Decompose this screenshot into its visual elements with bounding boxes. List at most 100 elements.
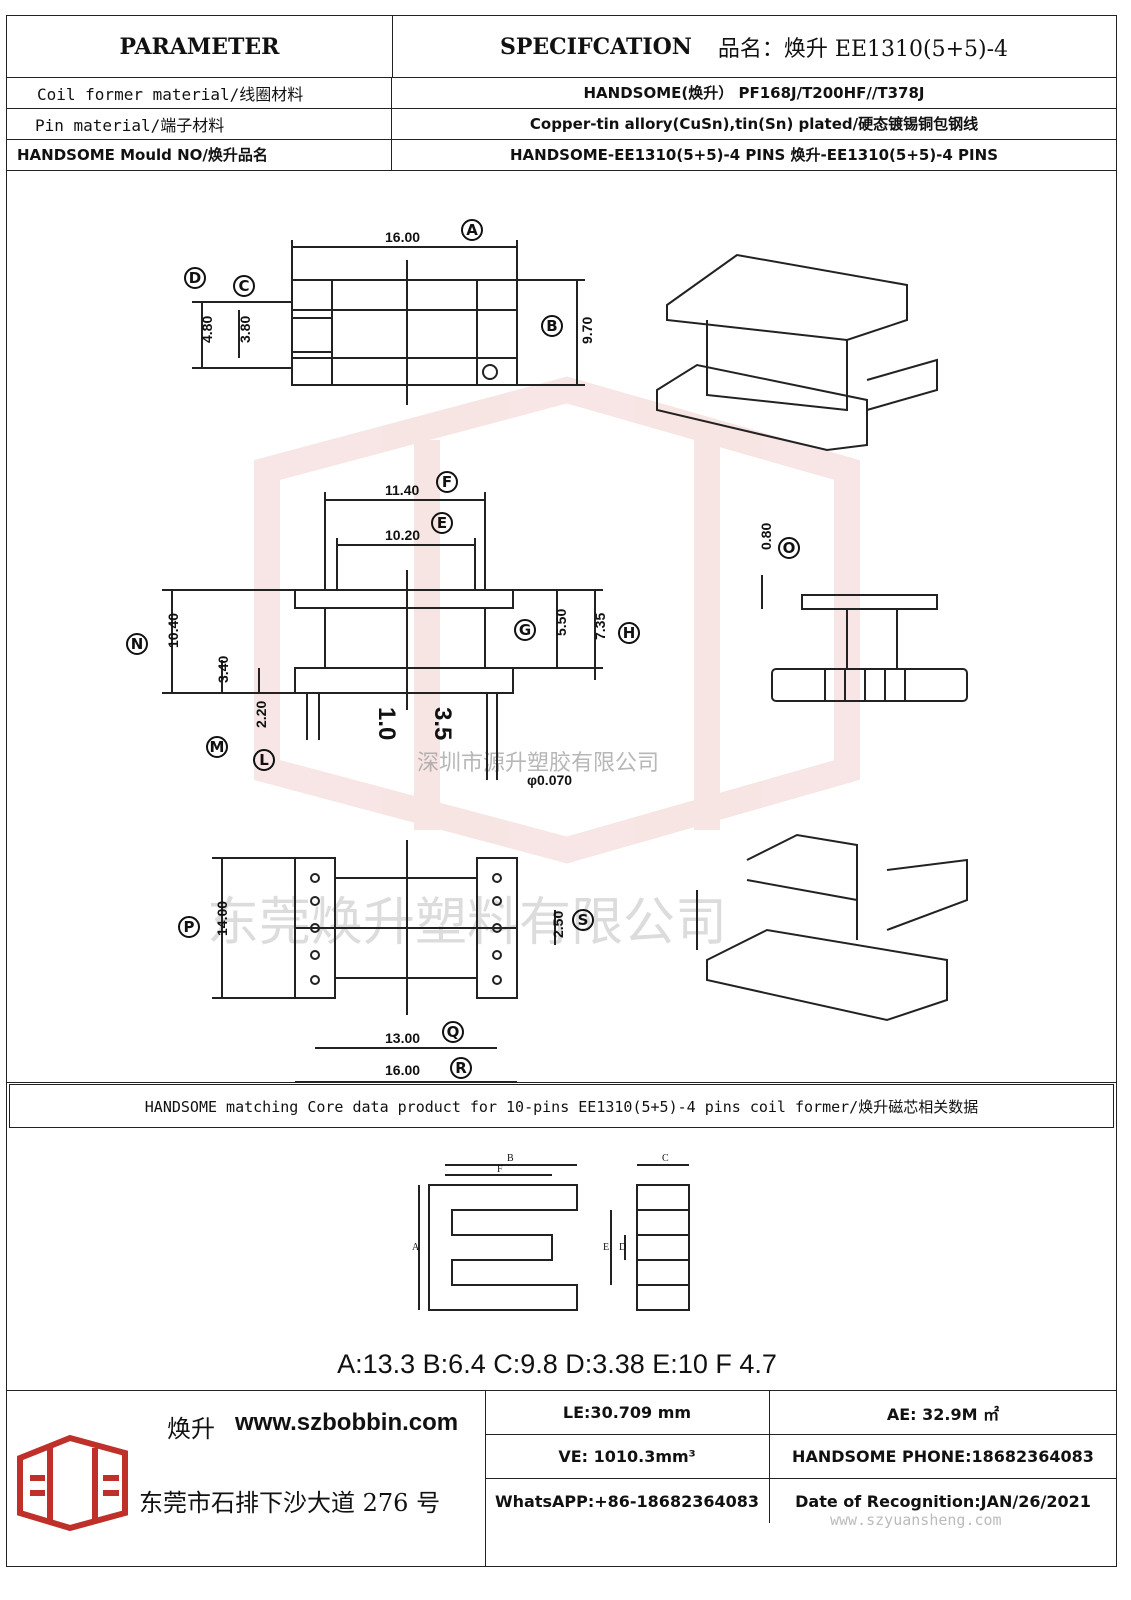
header-row: PARAMETER SPECIFCATION 品名：焕升 EE1310(5+5)… — [7, 16, 1116, 78]
dim-r: 16.00 — [385, 1062, 420, 1078]
row-label: HANDSOME Mould NO/焕升品名 — [7, 139, 392, 170]
dim-s: 2.50 — [550, 911, 566, 938]
label-a: A — [461, 219, 483, 241]
ve-cell: VE: 1010.3mm³ — [485, 1435, 770, 1479]
label-h: H — [618, 622, 640, 644]
svg-text:C: C — [238, 277, 249, 295]
core-svg: B F A C E D — [412, 1153, 690, 1311]
label-l: L — [253, 749, 275, 771]
company-address: 东莞市石排下沙大道 276 号 — [139, 1489, 441, 1517]
dim-m: 3.40 — [215, 656, 231, 683]
dim-b: 9.70 — [579, 317, 595, 344]
dim-l: 2.20 — [253, 701, 269, 728]
svg-text:M: M — [210, 738, 225, 756]
isometric-view-1 — [656, 253, 938, 452]
label-n: N — [126, 633, 148, 655]
property-grid: LE:30.709 mm AE: 32.9M ㎡ VE: 1010.3mm³ H… — [485, 1391, 1116, 1566]
dim-g: 5.50 — [553, 609, 569, 636]
row-label: Pin material/端子材料 — [7, 108, 392, 139]
matching-core-line: HANDSOME matching Core data product for … — [9, 1084, 1114, 1128]
label-q: Q — [442, 1021, 464, 1043]
side-view-right — [761, 575, 968, 702]
side-view — [162, 492, 603, 780]
svg-text:B: B — [546, 317, 557, 335]
specification-heading: SPECIFCATION 品名：焕升 EE1310(5+5)-4 — [392, 16, 1116, 77]
dim-e: 10.20 — [385, 527, 420, 543]
svg-text:G: G — [519, 621, 531, 639]
ae-cell: AE: 32.9M ㎡ — [770, 1391, 1116, 1435]
dim-q: 13.00 — [385, 1030, 420, 1046]
dim-a: 16.00 — [385, 229, 420, 245]
spec-sheet: PARAMETER SPECIFCATION 品名：焕升 EE1310(5+5)… — [6, 15, 1117, 1567]
svg-text:L: L — [259, 751, 269, 769]
dim-pin-diameter: φ0.070 — [527, 772, 572, 788]
isometric-view-2 — [696, 833, 968, 1022]
whatsapp-cell: WhatsAPP:+86-18682364083 — [485, 1479, 770, 1523]
spec-title: SPECIFCATION — [499, 33, 692, 60]
svg-text:S: S — [578, 911, 589, 929]
row-value: HANDSOME-EE1310(5+5)-4 PINS 焕升-EE1310(5+… — [510, 146, 998, 164]
technical-drawing: 深圳市源升塑胶有限公司 东莞焕升塑料有限公司 — [7, 170, 1116, 1083]
product-name: 品名：焕升 EE1310(5+5)-4 — [717, 36, 1009, 62]
company-logo-icon — [17, 1434, 128, 1532]
core-label-d: D — [619, 1242, 626, 1253]
watermark-url: www.szyuansheng.com — [830, 1511, 1002, 1529]
dim-h: 7.35 — [592, 613, 608, 640]
watermark-text-1: 深圳市源升塑胶有限公司 — [417, 751, 659, 776]
svg-text:O: O — [783, 539, 796, 557]
dim-pin-a: 1.0 — [373, 707, 400, 740]
dim-pin-b: 3.5 — [429, 707, 456, 740]
core-label-c: C — [662, 1153, 669, 1164]
pin-material-row: Pin material/端子材料 Copper-tin allory(CuSn… — [7, 108, 1116, 140]
brand-name: 焕升 — [167, 1415, 215, 1443]
label-r: R — [450, 1057, 472, 1079]
label-c: C — [233, 275, 255, 297]
drawing-svg: 深圳市源升塑胶有限公司 东莞焕升塑料有限公司 — [126, 219, 968, 1083]
svg-text:A: A — [466, 221, 478, 239]
svg-text:D: D — [189, 269, 201, 287]
phone-cell: HANDSOME PHONE:18682364083 — [770, 1435, 1116, 1479]
top-view — [192, 240, 585, 405]
dim-n: 10.40 — [165, 613, 181, 648]
svg-text:P: P — [184, 918, 195, 936]
svg-text:F: F — [442, 473, 452, 491]
svg-text:R: R — [455, 1059, 467, 1077]
row-label: Coil former material/线圈材料 — [7, 77, 392, 108]
row-value: HANDSOME(焕升） PF168J/T200HF//T378J — [583, 84, 925, 102]
core-label-a: A — [412, 1242, 420, 1253]
parameter-heading: PARAMETER — [7, 16, 393, 77]
dim-c: 3.80 — [237, 316, 253, 343]
dim-f: 11.40 — [385, 482, 419, 498]
svg-text:Q: Q — [447, 1023, 460, 1041]
dim-o: 0.80 — [758, 523, 774, 550]
svg-text:H: H — [623, 624, 636, 642]
label-f: F — [436, 471, 458, 493]
label-m: M — [206, 736, 228, 758]
brand-block: 焕升 www.szbobbin.com 东莞市石排下沙大道 276 号 — [7, 1391, 486, 1566]
label-o: O — [778, 537, 800, 559]
label-d: D — [184, 267, 206, 289]
core-drawing-area: B F A C E D — [7, 1130, 1116, 1391]
core-label-f: F — [497, 1164, 503, 1175]
svg-text:N: N — [131, 635, 144, 653]
label-p: P — [178, 916, 200, 938]
core-label-b: B — [507, 1153, 514, 1164]
svg-text:E: E — [437, 514, 447, 532]
label-b: B — [541, 315, 563, 337]
core-label-e: E — [603, 1242, 609, 1253]
bottom-view — [212, 840, 556, 1083]
mould-row: HANDSOME Mould NO/焕升品名 HANDSOME-EE1310(5… — [7, 139, 1116, 171]
footer: 焕升 www.szbobbin.com 东莞市石排下沙大道 276 号 LE:3… — [7, 1391, 1116, 1566]
date-cell: Date of Recognition:JAN/26/2021 — [795, 1491, 1091, 1511]
watermark-text-2: 东莞焕升塑料有限公司 — [207, 893, 727, 953]
label-s: S — [572, 909, 594, 931]
label-e: E — [431, 512, 453, 534]
le-cell: LE:30.709 mm — [485, 1391, 770, 1435]
dim-d: 4.80 — [199, 316, 215, 343]
coil-material-row: Coil former material/线圈材料 HANDSOME(焕升） P… — [7, 77, 1116, 109]
website-link[interactable]: www.szbobbin.com — [235, 1409, 459, 1436]
dim-p: 14.00 — [214, 901, 230, 936]
row-value: Copper-tin allory(CuSn),tin(Sn) plated/硬… — [529, 115, 979, 133]
label-g: G — [514, 619, 536, 641]
core-dimensions: A:13.3 B:6.4 C:9.8 D:3.38 E:10 F 4.7 — [337, 1349, 777, 1379]
